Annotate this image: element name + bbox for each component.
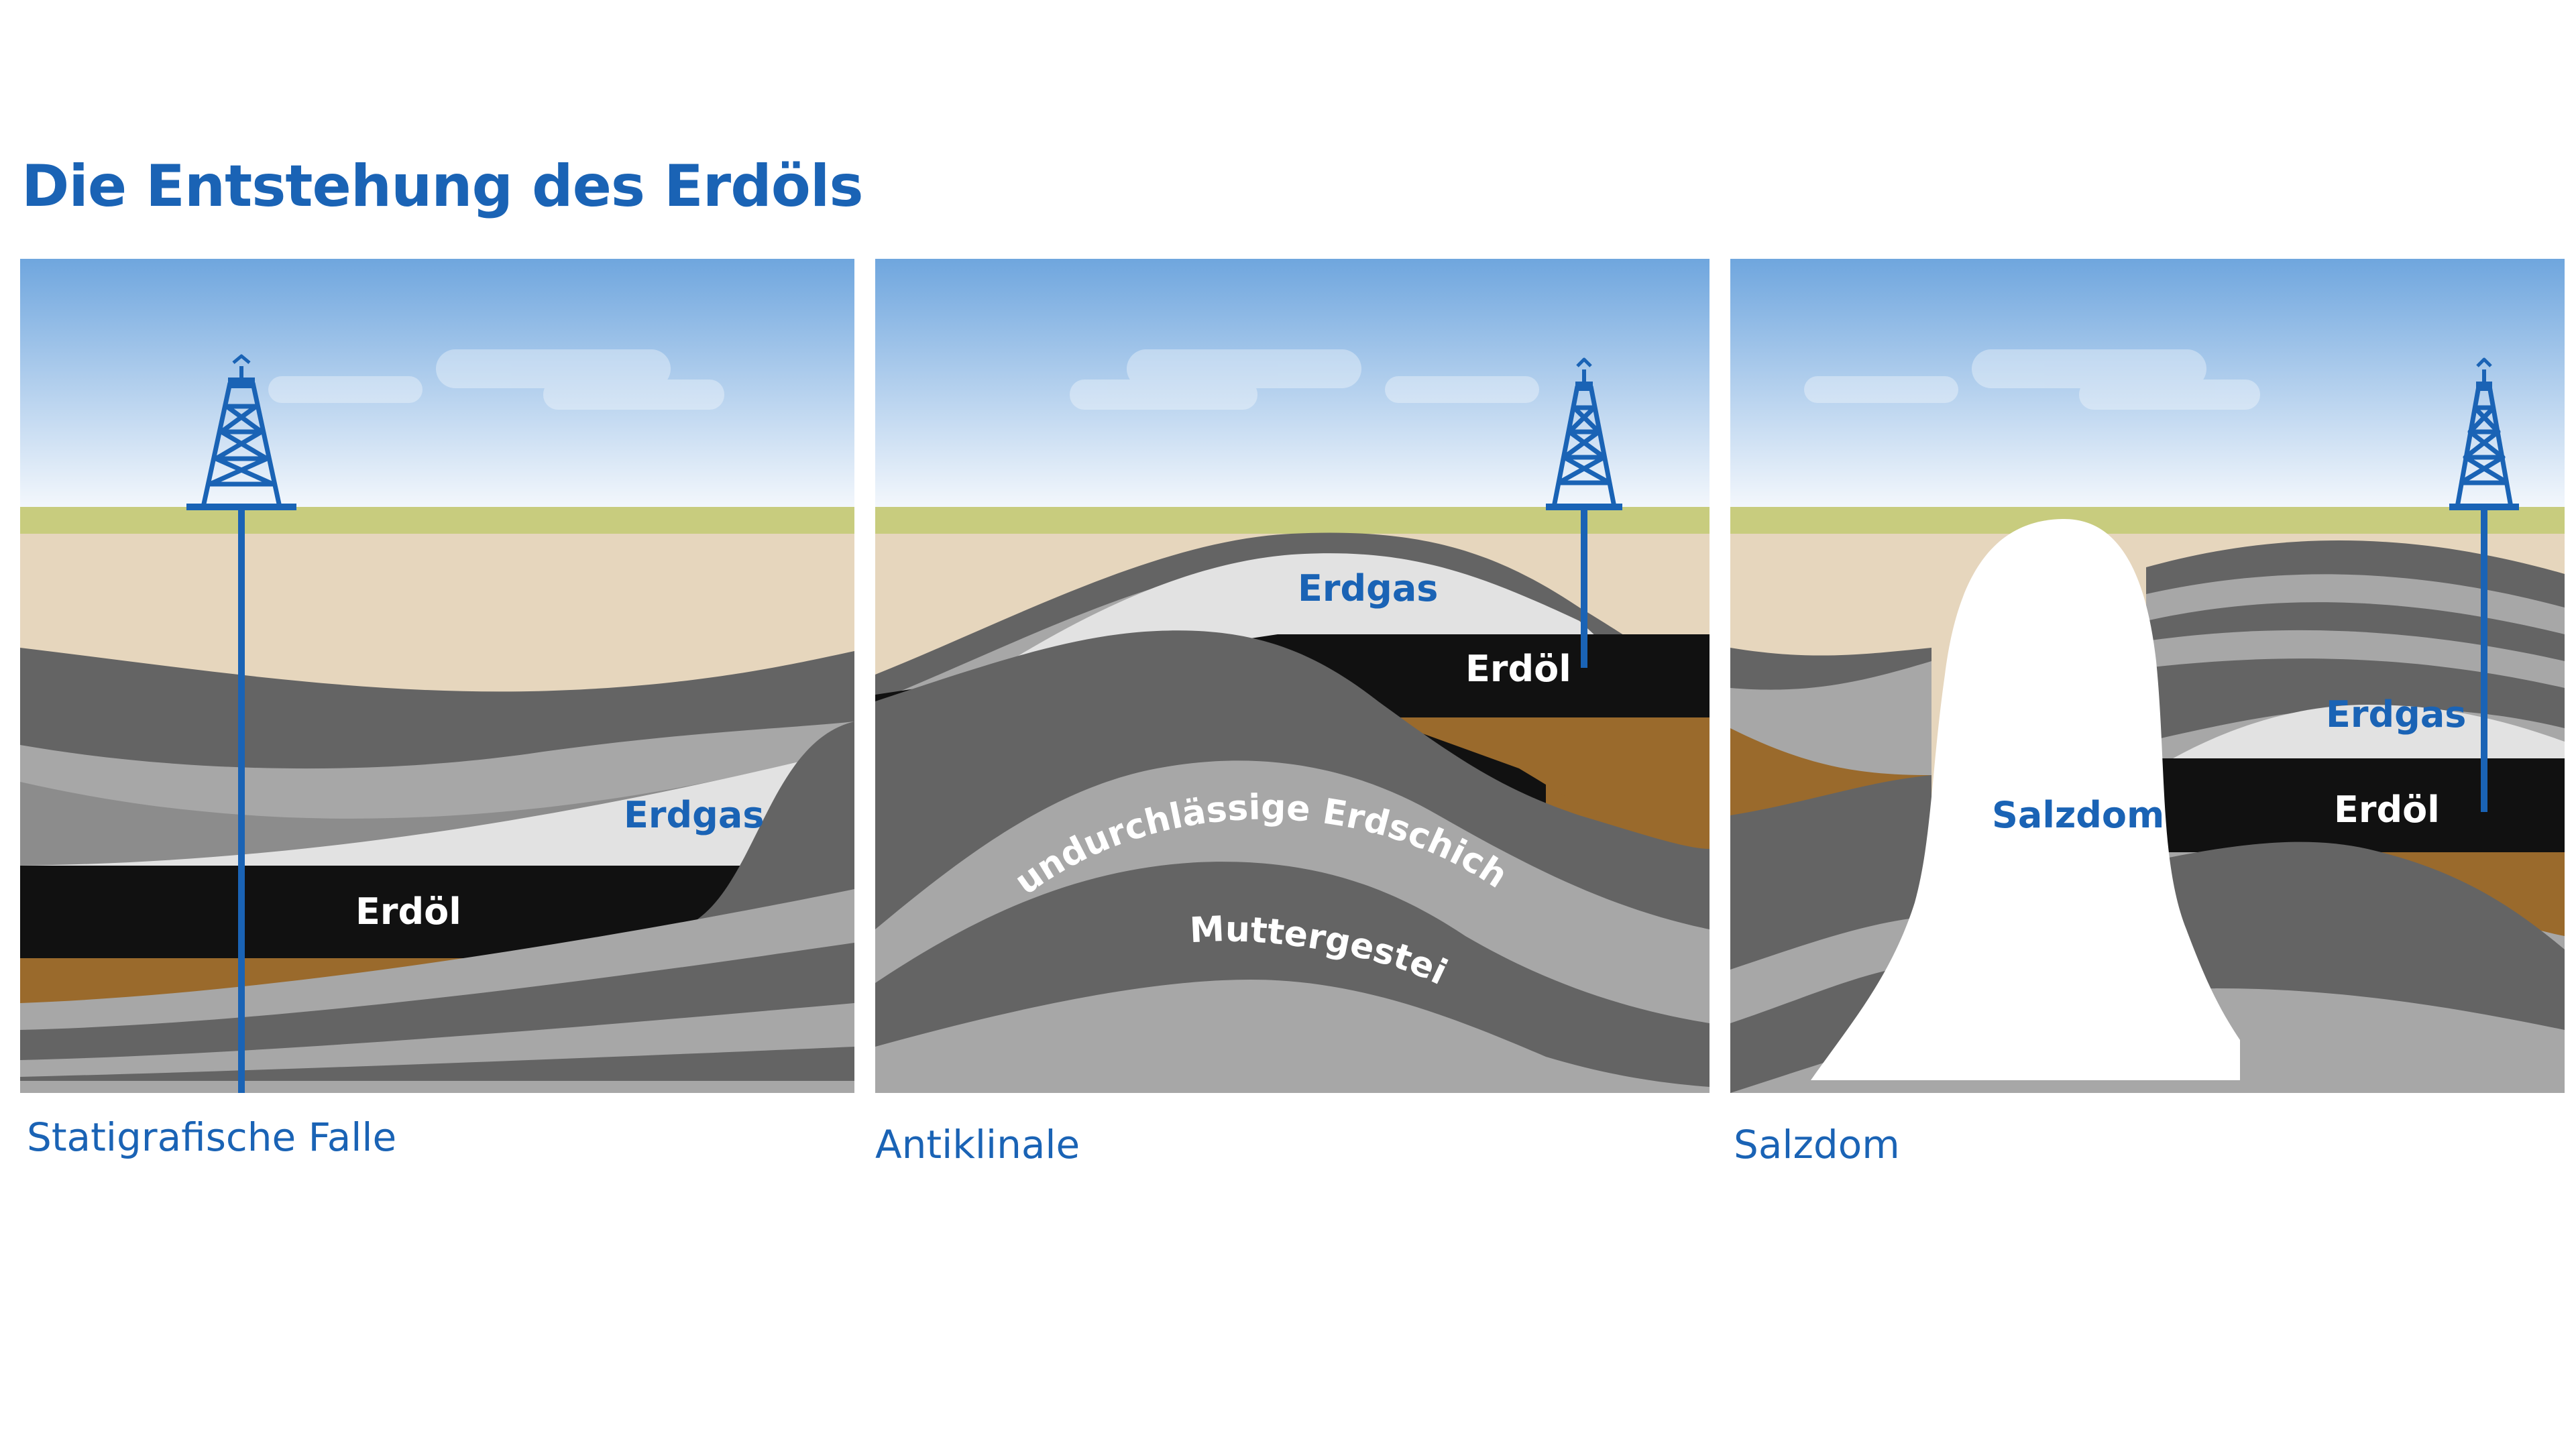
drill-pipe [1581,507,1587,668]
right-oil-reservoir [2160,758,2565,852]
page-title: Die Entstehung des Erdöls [21,153,864,220]
bottom-band [20,1081,854,1093]
clouds [268,349,724,410]
salt-dome-diagram: Erdgas Erdöl Salzdom [1730,259,2565,1093]
panel-stratigraphic-trap: Erdgas Erdöl [20,259,854,1093]
clouds [1804,349,2260,410]
grass-strip [1730,507,2565,534]
oil-label: Erdöl [1465,648,1571,690]
caption-anticline: Antiklinale [875,1122,1080,1167]
sky [875,259,1710,507]
salt-dome [1811,518,2240,1093]
oil-label: Erdöl [355,890,461,933]
gas-label: Erdgas [624,794,764,836]
sky [1730,259,2565,507]
salt-dome-base-mask [1811,1080,2240,1093]
clouds [1070,349,1539,410]
panel-anticline: Erdgas Erdöl undurchlässige Erdschicht M… [875,259,1710,1093]
sky [20,259,854,507]
drill-pipe [238,507,245,1093]
right-gas-cap [2173,705,2565,758]
source-rock-wedge [1378,717,1710,856]
anticline-diagram: Erdgas Erdöl undurchlässige Erdschicht M… [875,259,1710,1093]
stratigraphic-trap-diagram: Erdgas Erdöl [20,259,854,1093]
gas-label: Erdgas [2326,693,2466,736]
rock-bottom [875,980,1710,1093]
salt-dome-label: Salzdom [1992,794,2164,836]
panel-salt-dome: Erdgas Erdöl Salzdom [1730,259,2565,1093]
drill-pipe [2481,507,2487,812]
grass-strip [875,507,1710,534]
gas-label: Erdgas [1298,567,1438,610]
caption-stratigraphic-trap: Statigrafische Falle [27,1114,397,1160]
oil-label: Erdöl [2334,789,2440,831]
caption-salt-dome: Salzdom [1734,1122,1900,1167]
grass-strip [20,507,854,534]
